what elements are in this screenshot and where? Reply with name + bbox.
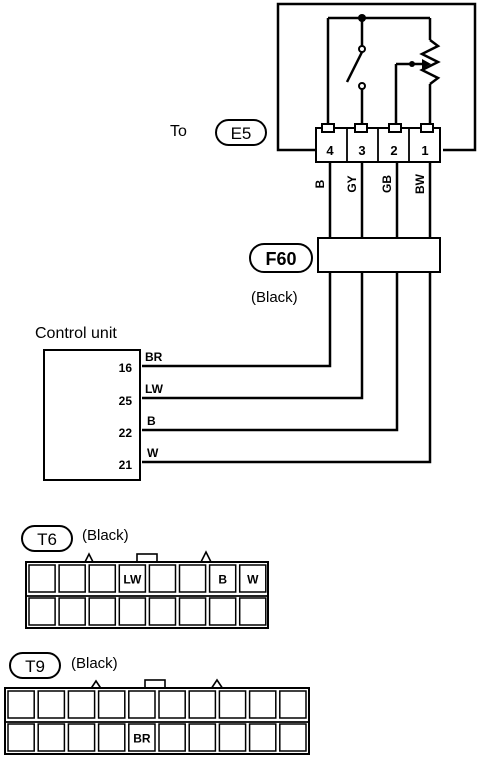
cu-wire-br: BR: [145, 350, 163, 364]
t6-badge: [21, 525, 73, 552]
connector_t9-cavity: [248, 723, 277, 752]
e5-badge: [215, 119, 267, 146]
connector_t6-cavity: [178, 597, 207, 626]
connector_t6-cavity: [88, 597, 117, 626]
t6-color: (Black): [82, 527, 129, 544]
control-unit-pins: 16 25 22 21 BR LW B W: [119, 350, 164, 472]
cu-pin-16: 16: [119, 361, 133, 375]
sensor-pin-3: 3: [358, 143, 365, 158]
f60-name: F60: [265, 249, 296, 269]
connector_t9-cavity: [218, 690, 247, 719]
connector_t9-cavity: [97, 723, 126, 752]
connector_t9-cavity: [128, 723, 156, 752]
to-label: To: [170, 123, 187, 140]
control-unit-box: [43, 349, 141, 481]
cu-wire-b: B: [147, 414, 156, 428]
sensor-connector: 4 3 2 1: [315, 123, 441, 163]
wire-color-b: B: [313, 179, 327, 188]
connector_t9-cavity: [7, 690, 35, 719]
connector_t6-cavity: [148, 597, 177, 626]
connector_t6-cavity-label: LW: [123, 573, 142, 587]
connector_t9-cavity: [97, 690, 126, 719]
connector_t9-cavity: [279, 723, 307, 752]
t6-connector: LW B W: [25, 550, 269, 629]
connector_t9-cavity: [67, 723, 96, 752]
harness-upper: [328, 162, 432, 238]
t6-name: T6: [37, 530, 57, 549]
connector_t9-cavity: [248, 690, 277, 719]
wire-color-bw: BW: [413, 173, 427, 194]
f60-color: (Black): [251, 289, 298, 306]
sensor-pin-4: 4: [326, 143, 334, 158]
connector_t6-cavity: [178, 564, 207, 593]
connector_t6-cavity: [118, 564, 147, 593]
connector_t6-cavity-label: B: [218, 573, 227, 587]
f60-badge: [249, 243, 313, 273]
cu-pin-25: 25: [119, 394, 133, 408]
connector_t6-cavity: [88, 564, 117, 593]
cu-pin-22: 22: [119, 426, 133, 440]
connector_t9-cavity: [188, 723, 217, 752]
connector_t9-cavity: [67, 690, 96, 719]
t9-name: T9: [25, 657, 45, 676]
connector_t6-cavity: [58, 564, 86, 593]
connector_t6-cavity: [118, 597, 147, 626]
connector_t6-cavity: [28, 564, 56, 593]
connector_t6-cavity: [148, 564, 177, 593]
wire-color-gb: GB: [380, 175, 394, 193]
connector_t6-cavity: [28, 597, 56, 626]
connector_t9-cavity: [128, 690, 156, 719]
sensor-pin-2: 2: [390, 143, 397, 158]
cu-pin-21: 21: [119, 458, 133, 472]
connector_t6-cavity-label: W: [247, 573, 259, 587]
harness-lower: [142, 272, 432, 464]
connector_t6-cavity: [208, 597, 237, 626]
e5-name: E5: [231, 124, 252, 143]
connector_t9-cavity: [37, 690, 66, 719]
wire-color-gy: GY: [345, 175, 359, 192]
connector_t9-cavity: [158, 690, 186, 719]
connector_t9-cavity-label: BR: [133, 732, 151, 746]
connector_t9-cavity: [37, 723, 66, 752]
cu-wire-lw: LW: [145, 382, 164, 396]
connector_t9-cavity: [158, 723, 186, 752]
f60-connector: [317, 237, 441, 273]
t9-badge: [9, 652, 61, 679]
connector_t6-cavity: [238, 564, 267, 593]
connector_t6-cavity: [238, 597, 267, 626]
connector_t6-cavity: [208, 564, 237, 593]
control-unit-title: Control unit: [35, 325, 117, 342]
connector_t9-cavity: [7, 723, 35, 752]
t9-connector: BR: [4, 678, 310, 755]
connector_t6-cavity: [58, 597, 86, 626]
connector_t9-cavity: [279, 690, 307, 719]
t9-color: (Black): [71, 655, 118, 672]
connector_t9-cavity: [218, 723, 247, 752]
sensor-pin-1: 1: [421, 143, 428, 158]
sensor-housing: [276, 2, 477, 152]
cu-wire-w: W: [147, 446, 159, 460]
connector_t9-cavity: [188, 690, 217, 719]
